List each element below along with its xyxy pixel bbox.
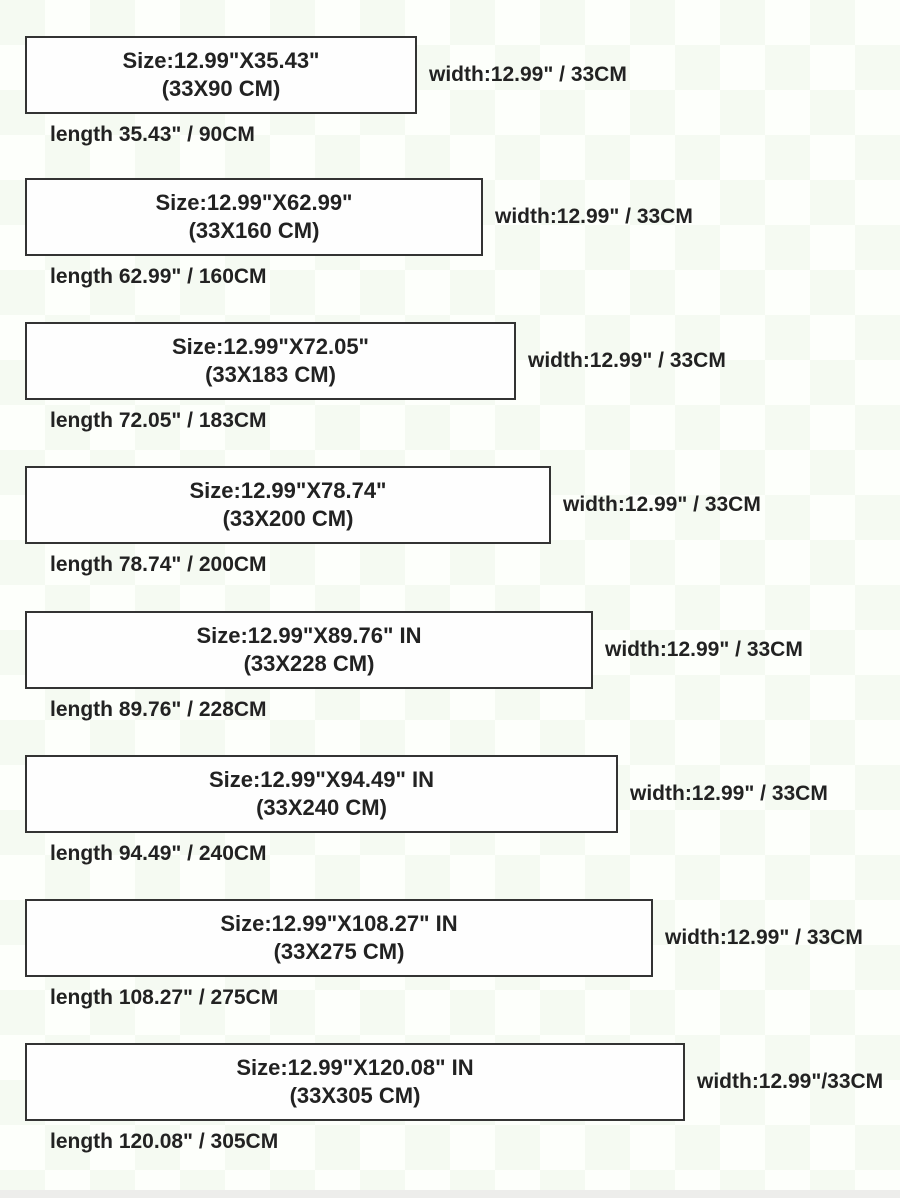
size-inches-label: Size:12.99"X78.74" [189, 478, 387, 503]
size-row: Size:12.99"X89.76" IN (33X228 CM) width:… [25, 611, 803, 722]
size-rectangle: Size:12.99"X72.05" (33X183 CM) [25, 322, 516, 400]
size-cm-label: (33X90 CM) [161, 76, 281, 101]
width-label: width:12.99" / 33CM [429, 63, 627, 86]
size-row: Size:12.99"X35.43" (33X90 CM) width:12.9… [25, 36, 627, 147]
length-label: length 78.74" / 200CM [50, 553, 267, 576]
size-rectangle: Size:12.99"X62.99" (33X160 CM) [25, 178, 483, 256]
length-label: length 120.08" / 305CM [50, 1130, 279, 1153]
size-rectangle: Size:12.99"X120.08" IN (33X305 CM) [25, 1043, 685, 1121]
size-inches-label: Size:12.99"X89.76" IN [196, 623, 422, 648]
length-label: length 72.05" / 183CM [50, 409, 267, 432]
length-label: length 108.27" / 275CM [50, 986, 279, 1009]
size-cm-label: (33X183 CM) [205, 362, 336, 387]
size-rectangle: Size:12.99"X78.74" (33X200 CM) [25, 466, 551, 544]
width-label: width:12.99" / 33CM [528, 349, 726, 372]
size-cm-label: (33X228 CM) [243, 651, 375, 676]
size-cm-label: (33X275 CM) [273, 939, 405, 964]
size-rectangle: Size:12.99"X89.76" IN (33X228 CM) [25, 611, 593, 689]
width-label: width:12.99"/33CM [697, 1070, 884, 1093]
size-inches-label: Size:12.99"X120.08" IN [236, 1055, 474, 1080]
length-label: length 62.99" / 160CM [50, 265, 267, 288]
width-label: width:12.99" / 33CM [605, 638, 803, 661]
length-label: length 94.49" / 240CM [50, 842, 267, 865]
size-inches-label: Size:12.99"X62.99" [155, 190, 353, 215]
size-rectangle: Size:12.99"X108.27" IN (33X275 CM) [25, 899, 653, 977]
size-row: Size:12.99"X78.74" (33X200 CM) width:12.… [25, 466, 761, 577]
size-row: Size:12.99"X108.27" IN (33X275 CM) width… [25, 899, 863, 1010]
size-cm-label: (33X305 CM) [289, 1083, 421, 1108]
size-row: Size:12.99"X62.99" (33X160 CM) width:12.… [25, 178, 693, 289]
width-label: width:12.99" / 33CM [630, 782, 828, 805]
width-label: width:12.99" / 33CM [495, 205, 693, 228]
size-inches-label: Size:12.99"X94.49" IN [208, 767, 435, 792]
size-cm-label: (33X240 CM) [256, 795, 387, 820]
width-label: width:12.99" / 33CM [665, 926, 863, 949]
size-cm-label: (33X160 CM) [188, 218, 320, 243]
size-inches-label: Size:12.99"X108.27" IN [220, 911, 458, 936]
size-inches-label: Size:12.99"X35.43" [122, 48, 320, 73]
size-inches-label: Size:12.99"X72.05" [172, 334, 369, 359]
length-label: length 89.76" / 228CM [50, 698, 267, 721]
bottom-edge-strip [0, 1190, 900, 1198]
size-cm-label: (33X200 CM) [222, 506, 354, 531]
width-label: width:12.99" / 33CM [563, 493, 761, 516]
size-row: Size:12.99"X72.05" (33X183 CM) width:12.… [25, 322, 726, 433]
size-row: Size:12.99"X94.49" IN (33X240 CM) width:… [25, 755, 828, 866]
size-rectangle: Size:12.99"X35.43" (33X90 CM) [25, 36, 417, 114]
size-row: Size:12.99"X120.08" IN (33X305 CM) width… [25, 1043, 883, 1154]
length-label: length 35.43" / 90CM [50, 123, 255, 146]
size-rectangle: Size:12.99"X94.49" IN (33X240 CM) [25, 755, 618, 833]
